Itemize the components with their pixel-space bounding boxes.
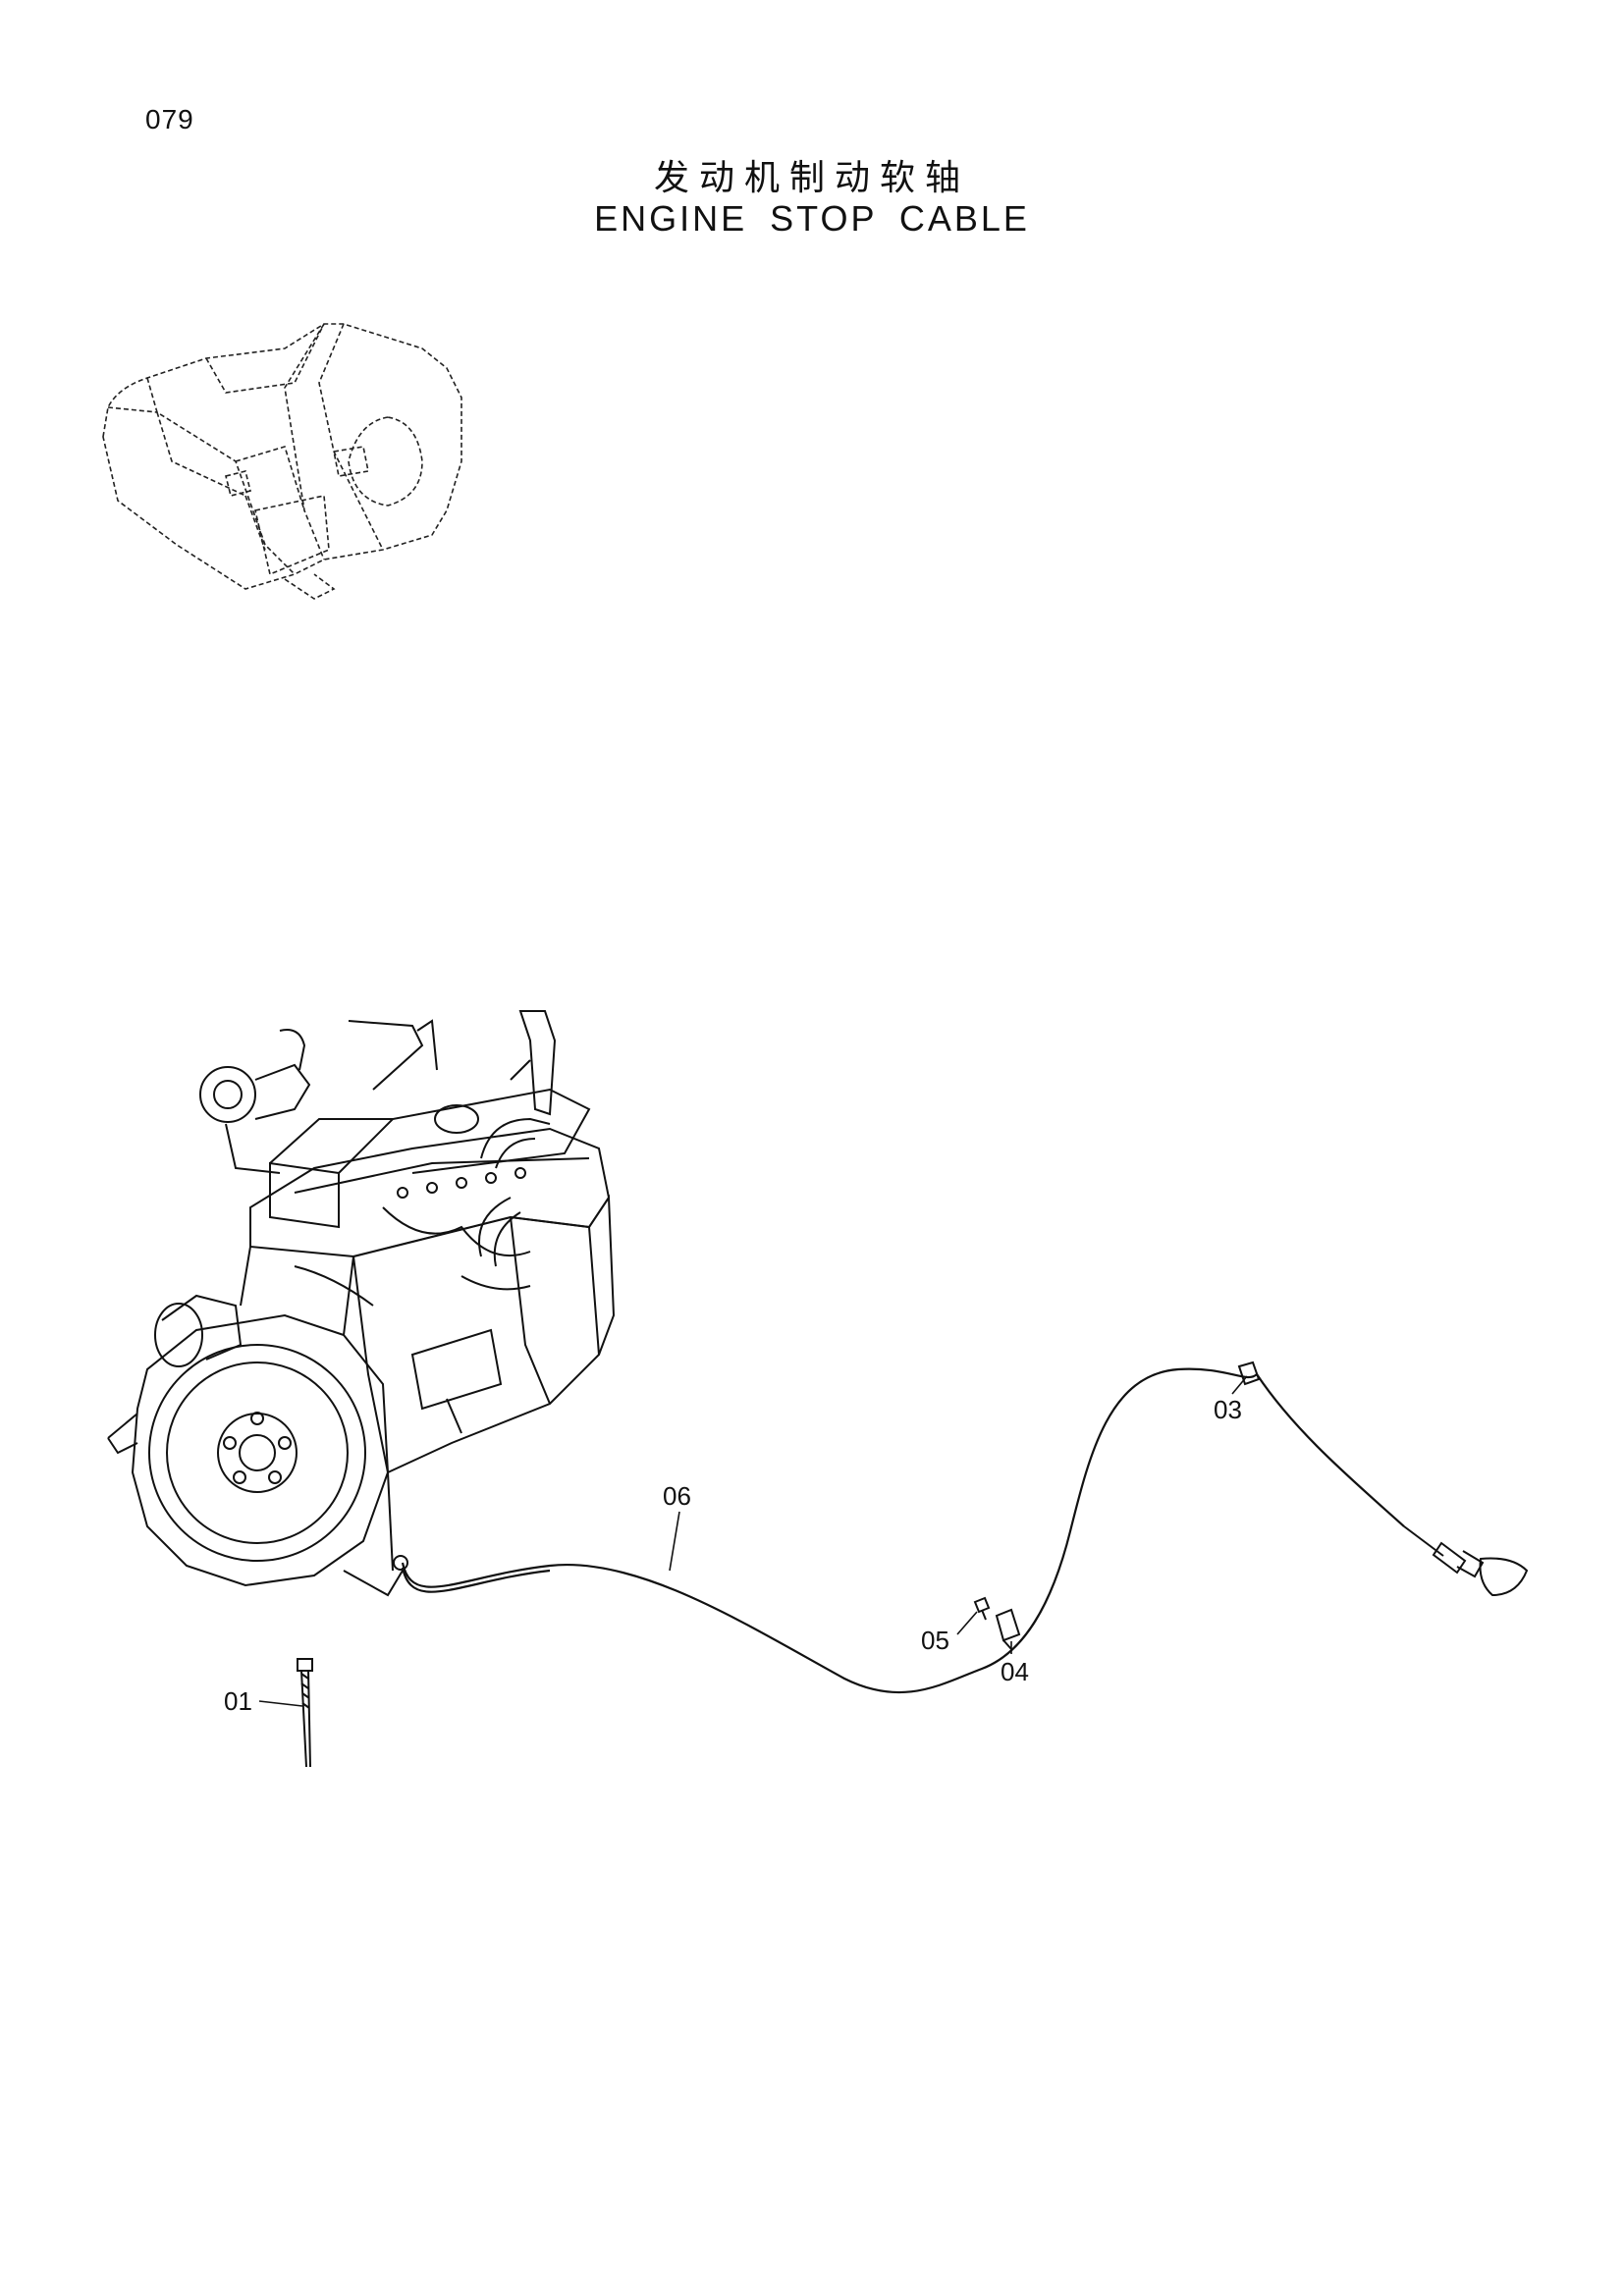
callout-01: 01 — [224, 1686, 252, 1716]
page-number: 079 — [145, 104, 194, 134]
locator-thumbnail — [102, 323, 462, 600]
callout-06: 06 — [663, 1481, 691, 1511]
part-04-clamp — [995, 1608, 1021, 1650]
stop-knob-handle — [1403, 1525, 1529, 1597]
part-06-stop-cable — [401, 1367, 1405, 1694]
engine-assembly — [107, 1010, 616, 1597]
callout-leaders — [258, 1375, 1248, 1707]
part-05-screw — [973, 1596, 991, 1621]
part-01-bolt — [297, 1658, 313, 1768]
callout-04: 04 — [1001, 1657, 1029, 1686]
title-chinese: 发动机制动软轴 — [653, 158, 970, 198]
title-english: ENGINE STOP CABLE — [594, 198, 1030, 239]
callout-05: 05 — [921, 1626, 949, 1655]
callout-03: 03 — [1214, 1395, 1242, 1424]
part-03-nut — [1237, 1361, 1261, 1386]
